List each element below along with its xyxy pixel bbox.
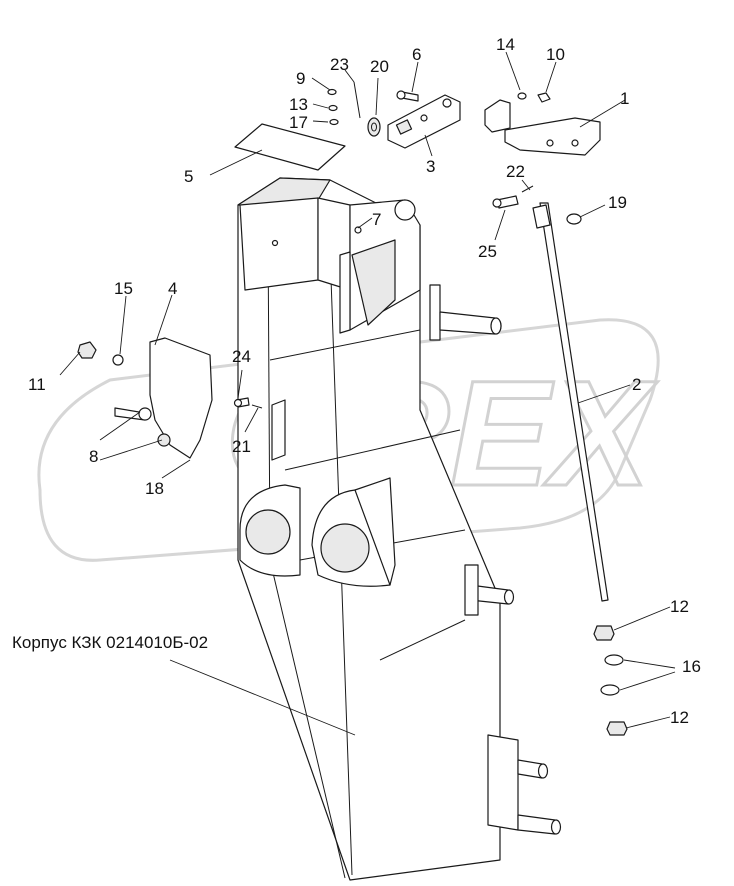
- callout-9: 9: [296, 69, 305, 88]
- callout-11: 11: [28, 375, 46, 394]
- callout-13: 13: [289, 95, 308, 114]
- rod-2: [492, 185, 609, 602]
- callout-5: 5: [184, 167, 193, 186]
- callout-23: 23: [330, 55, 349, 74]
- callout-17: 17: [289, 113, 308, 132]
- callout-20: 20: [370, 57, 389, 76]
- callout-22: 22: [506, 162, 525, 181]
- main-column-body: [237, 177, 562, 881]
- bracket-3: [387, 90, 461, 149]
- callout-8: 8: [89, 447, 98, 466]
- leader-lines: [59, 51, 676, 736]
- rod-lower-hardware: [593, 625, 628, 736]
- callout-12-upper: 12: [670, 597, 689, 616]
- callout-25: 25: [478, 242, 497, 261]
- callout-16: 16: [682, 657, 701, 676]
- callout-19: 19: [608, 193, 627, 212]
- bracket-4: [77, 337, 263, 459]
- callout-10: 10: [546, 45, 565, 64]
- callout-4: 4: [168, 279, 177, 298]
- callout-1: 1: [620, 89, 629, 108]
- callout-14: 14: [496, 35, 515, 54]
- callout-12-lower: 12: [670, 708, 689, 727]
- cover-plate: [234, 123, 346, 171]
- callout-21: 21: [232, 437, 251, 456]
- callout-7: 7: [372, 210, 381, 229]
- bracket-1: [484, 92, 601, 156]
- callout-2: 2: [632, 375, 641, 394]
- callout-24: 24: [232, 347, 251, 366]
- body-part-label: Корпус КЗК 0214010Б-02: [12, 633, 208, 652]
- callout-18: 18: [145, 479, 164, 498]
- callout-15: 15: [114, 279, 133, 298]
- callout-labels: 1 2 3 4 5 6 7 8 9 10 11 12 12 13 14 15 1…: [28, 35, 701, 727]
- callout-3: 3: [426, 157, 435, 176]
- callout-6: 6: [412, 45, 421, 64]
- small-hardware-cluster: [327, 81, 381, 137]
